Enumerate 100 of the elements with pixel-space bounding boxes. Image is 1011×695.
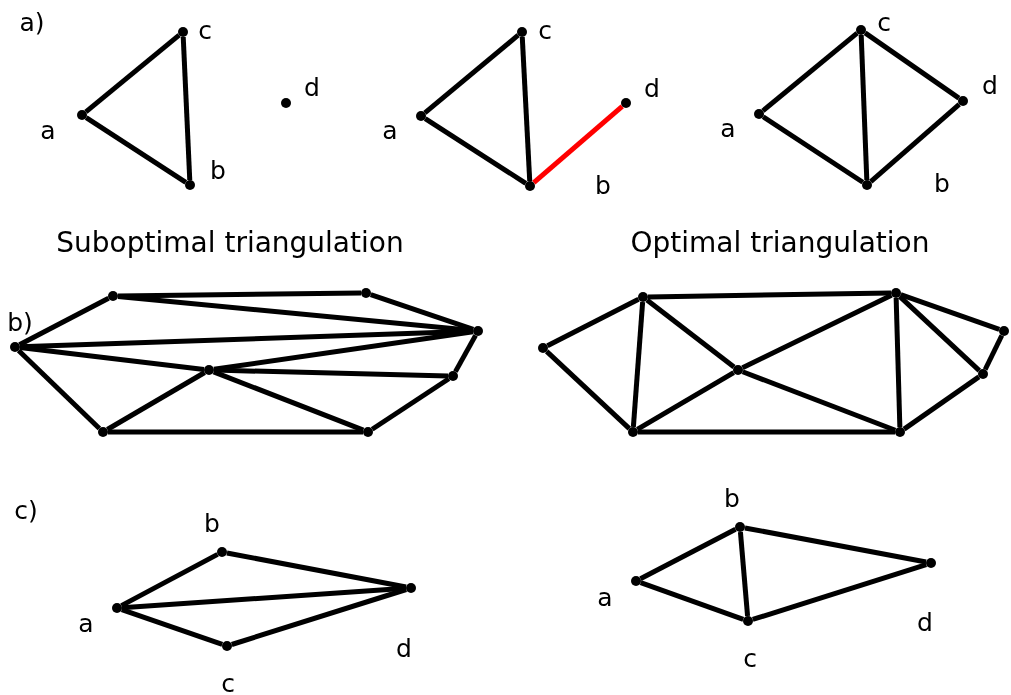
point-marker bbox=[891, 288, 901, 298]
point-marker bbox=[10, 342, 20, 352]
point-marker bbox=[98, 427, 108, 437]
triangulation-edge bbox=[121, 585, 407, 611]
triangulation-edge bbox=[737, 531, 751, 617]
point-marker bbox=[473, 326, 483, 336]
point-label: c bbox=[538, 17, 552, 43]
triangulation-edge bbox=[370, 376, 451, 432]
triangulation-edge bbox=[897, 294, 982, 373]
triangulation-edge bbox=[532, 104, 624, 185]
point-marker bbox=[958, 96, 968, 106]
triangulation-edge bbox=[519, 36, 533, 182]
triangulation-edge bbox=[899, 292, 1001, 332]
triangulation-edge bbox=[647, 290, 892, 300]
point-label: d bbox=[396, 635, 412, 661]
triangulation-edge bbox=[212, 369, 365, 433]
point-marker bbox=[525, 181, 535, 191]
point-marker bbox=[926, 558, 936, 568]
triangulation-edge bbox=[744, 525, 927, 565]
point-marker bbox=[733, 365, 743, 375]
triangulation-edge bbox=[120, 607, 224, 647]
point-marker bbox=[735, 522, 745, 532]
panel-heading: Optimal triangulation bbox=[630, 229, 930, 257]
point-marker bbox=[77, 110, 87, 120]
point-marker bbox=[112, 603, 122, 613]
point-marker bbox=[517, 27, 527, 37]
point-marker bbox=[448, 371, 458, 381]
triangulation-edge bbox=[546, 297, 640, 348]
point-label: a bbox=[78, 610, 94, 636]
point-label: c bbox=[198, 17, 212, 43]
point-marker bbox=[638, 292, 648, 302]
triangulation-edge bbox=[19, 345, 205, 372]
point-marker bbox=[178, 27, 188, 37]
point-marker bbox=[628, 427, 638, 437]
point-label: b bbox=[934, 170, 950, 196]
point-label: b bbox=[595, 172, 611, 198]
point-marker bbox=[856, 25, 866, 35]
point-marker bbox=[754, 109, 764, 119]
point-marker bbox=[222, 641, 232, 651]
triangulation-edge bbox=[180, 36, 193, 181]
point-marker bbox=[416, 111, 426, 121]
triangulation-edge bbox=[108, 429, 363, 435]
triangulation-edge bbox=[752, 562, 927, 622]
triangulation-edge bbox=[639, 580, 745, 622]
panel-letter: c) bbox=[14, 497, 38, 523]
panel-letter: a) bbox=[19, 9, 45, 35]
point-marker bbox=[281, 98, 291, 108]
point-label: d bbox=[982, 72, 998, 98]
triangulation-edge bbox=[423, 116, 528, 186]
point-marker bbox=[204, 365, 214, 375]
point-marker bbox=[862, 180, 872, 190]
triangulation-edge bbox=[858, 34, 870, 181]
triangulation-edge bbox=[630, 301, 646, 428]
point-marker bbox=[363, 427, 373, 437]
triangulation-edge bbox=[645, 298, 736, 369]
triangulation-edge bbox=[893, 297, 903, 428]
panel-heading: Suboptimal triangulation bbox=[56, 229, 404, 257]
triangulation-edge bbox=[117, 294, 474, 333]
triangulation-edge bbox=[982, 334, 1005, 371]
point-marker bbox=[621, 98, 631, 108]
triangulation-edge bbox=[761, 31, 859, 113]
point-marker bbox=[406, 583, 416, 593]
triangulation-edge bbox=[226, 550, 407, 590]
point-marker bbox=[631, 576, 641, 586]
point-label: c bbox=[221, 670, 235, 695]
point-marker bbox=[361, 288, 371, 298]
point-marker bbox=[978, 369, 988, 379]
point-marker bbox=[217, 547, 227, 557]
triangulation-edge bbox=[544, 349, 632, 431]
point-label: a bbox=[597, 584, 613, 610]
triangulation-edge bbox=[863, 30, 961, 101]
point-marker bbox=[538, 343, 548, 353]
triangulation-edge bbox=[84, 33, 181, 114]
panel-letter: b) bbox=[7, 309, 33, 335]
triangulation-edge bbox=[16, 348, 102, 431]
point-marker bbox=[108, 291, 118, 301]
triangulation-edge bbox=[741, 292, 893, 371]
point-label: c bbox=[743, 645, 757, 671]
triangulation-edge bbox=[741, 369, 897, 433]
point-label: d bbox=[304, 74, 320, 100]
point-label: b bbox=[210, 157, 226, 183]
triangulation-edge bbox=[638, 429, 895, 435]
point-marker bbox=[743, 616, 753, 626]
triangulation-edge bbox=[84, 115, 188, 185]
triangulation-edge bbox=[117, 290, 362, 299]
point-marker bbox=[895, 427, 905, 437]
point-label: d bbox=[917, 609, 933, 635]
point-label: a bbox=[382, 117, 398, 143]
point-label: b bbox=[204, 510, 220, 536]
triangulation-edge bbox=[18, 296, 110, 347]
triangulation-edge bbox=[761, 114, 865, 185]
triangulation-edge bbox=[869, 102, 961, 184]
point-label: a bbox=[40, 117, 56, 143]
triangulation-edge bbox=[106, 370, 206, 432]
triangulation-edge bbox=[639, 527, 737, 581]
point-label: c bbox=[877, 9, 891, 35]
triangulation-edge bbox=[120, 552, 219, 608]
triangulation-edge bbox=[423, 33, 520, 115]
point-marker bbox=[999, 326, 1009, 336]
point-marker bbox=[185, 180, 195, 190]
